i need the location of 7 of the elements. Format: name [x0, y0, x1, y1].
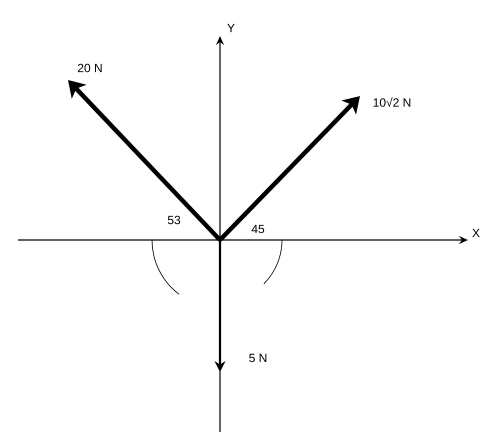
force-label: 5 N	[249, 354, 266, 362]
axis-label: Y	[227, 24, 235, 32]
angle-label: 45	[252, 224, 264, 234]
force-label: 20 N	[78, 64, 102, 72]
force-label: 10√2 N	[374, 97, 410, 107]
axis-label: X	[472, 228, 480, 238]
angle-label: 53	[168, 216, 180, 224]
